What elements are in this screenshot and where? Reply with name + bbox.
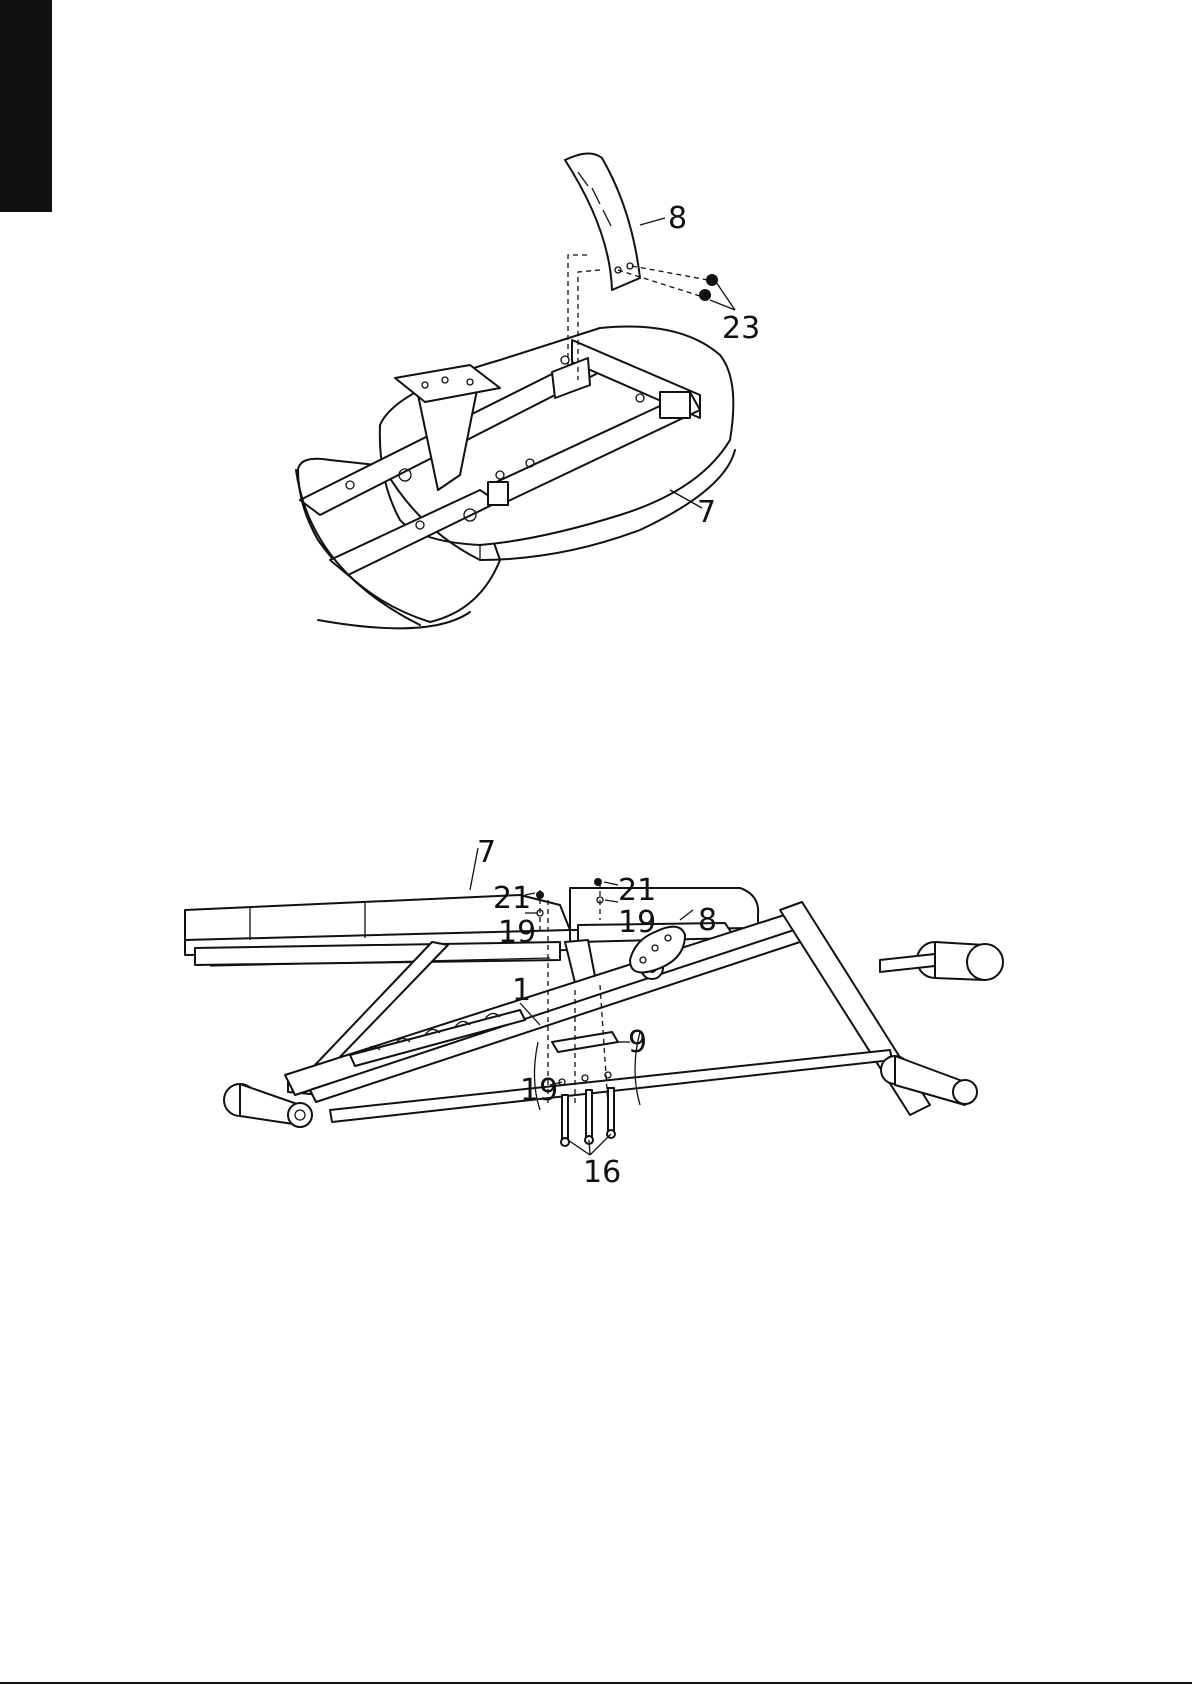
- bench-assembly-figure: 7 21 19 21 19 8 1 9 19 16: [0, 820, 1192, 1300]
- callout-19-right: 19: [618, 905, 656, 940]
- bolt-part-23: [699, 274, 718, 301]
- callout-21-right: 21: [618, 873, 656, 908]
- callout-19-left: 19: [498, 915, 536, 950]
- callout-21-left: 21: [493, 881, 531, 916]
- callout-1: 1: [512, 973, 531, 1008]
- bracket-part-8: [565, 153, 640, 290]
- rear-rollers: [880, 942, 1003, 1105]
- callout-23: 23: [722, 311, 760, 346]
- callout-8: 8: [668, 201, 687, 236]
- callout-9: 9: [628, 1025, 647, 1060]
- seat-assembly-figure: 8 23 7: [0, 0, 1192, 660]
- callout-8: 8: [698, 903, 717, 938]
- page-bottom-rule: [0, 1682, 1192, 1684]
- callout-7: 7: [697, 495, 716, 530]
- callout-7: 7: [477, 835, 496, 870]
- plate-part-9: [552, 1032, 618, 1052]
- callout-16: 16: [583, 1155, 621, 1190]
- callout-19-bottom: 19: [520, 1073, 558, 1108]
